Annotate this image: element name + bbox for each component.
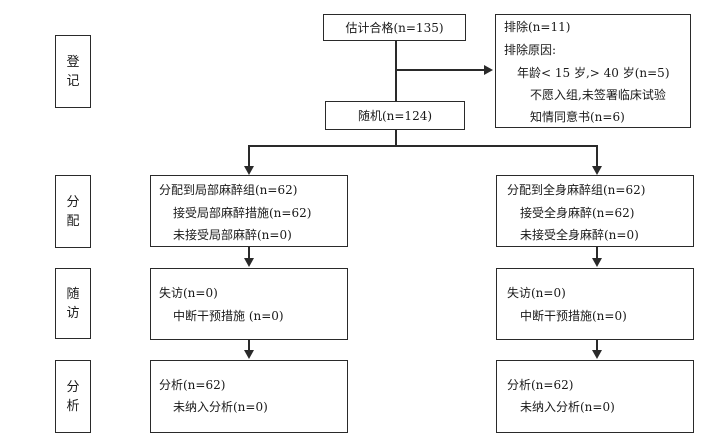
right-analyzed: 分析(n=62) bbox=[507, 378, 574, 392]
connector-assessed-to-randomized bbox=[395, 40, 397, 101]
left-allocation-received: 接受局部麻醉措施(n=62) bbox=[173, 206, 312, 220]
right-allocation-received: 接受全身麻醉(n=62) bbox=[520, 206, 635, 220]
stage-char: 析 bbox=[66, 398, 80, 414]
right-allocation-not-received: 未接受全身麻醉(n=0) bbox=[520, 228, 639, 242]
randomized-text: 随机(n=124) bbox=[357, 109, 433, 123]
stage-char: 分 bbox=[66, 194, 80, 210]
left-followup-box: 失访(n=0) 中断干预措施 (n=0) bbox=[150, 268, 348, 340]
left-lost-followup: 失访(n=0) bbox=[159, 286, 218, 300]
left-discontinued: 中断干预措施 (n=0) bbox=[173, 309, 284, 323]
stage-char: 访 bbox=[66, 305, 80, 321]
connector-right-branch bbox=[596, 145, 598, 166]
excluded-box: 排除(n=11) 排除原因: 年龄< 15 岁,> 40 岁(n=5) 不愿入组… bbox=[495, 14, 691, 128]
assessed-text: 估计合格(n=135) bbox=[345, 21, 444, 35]
right-allocation-box: 分配到全身麻醉组(n=62) 接受全身麻醉(n=62) 未接受全身麻醉(n=0) bbox=[496, 175, 694, 247]
excluded-count: 排除(n=11) bbox=[504, 20, 571, 34]
excluded-reason-age: 年龄< 15 岁,> 40 岁(n=5) bbox=[517, 66, 670, 80]
connector-randomized-down bbox=[395, 130, 397, 146]
stage-char: 配 bbox=[66, 213, 80, 229]
connector-left-branch bbox=[248, 145, 250, 166]
stage-char: 登 bbox=[66, 54, 80, 70]
connector-left-followup-analysis bbox=[248, 340, 250, 351]
arrow-to-right-followup bbox=[592, 258, 602, 267]
connector-right-followup-analysis bbox=[596, 340, 598, 351]
connector-to-excluded bbox=[396, 69, 484, 71]
arrow-to-right-analysis bbox=[592, 350, 602, 359]
right-discontinued: 中断干预措施(n=0) bbox=[520, 309, 627, 323]
right-allocation-group: 分配到全身麻醉组(n=62) bbox=[507, 183, 646, 197]
stage-label-enrollment: 登 记 bbox=[55, 35, 91, 108]
arrow-to-right-allocation bbox=[592, 166, 602, 175]
stage-char: 分 bbox=[66, 379, 80, 395]
right-followup-box: 失访(n=0) 中断干预措施(n=0) bbox=[496, 268, 694, 340]
stage-char: 随 bbox=[66, 286, 80, 302]
excluded-reason-consent-count: 知情同意书(n=6) bbox=[530, 110, 625, 124]
excluded-reason-consent: 不愿入组,未签署临床试验 bbox=[530, 88, 666, 102]
connector-right-allocation-followup bbox=[596, 246, 598, 258]
arrow-to-excluded bbox=[484, 65, 493, 75]
arrow-to-left-analysis bbox=[244, 350, 254, 359]
left-allocation-box: 分配到局部麻醉组(n=62) 接受局部麻醉措施(n=62) 未接受局部麻醉(n=… bbox=[150, 175, 348, 247]
connector-left-allocation-followup bbox=[248, 246, 250, 258]
right-analysis-box: 分析(n=62) 未纳入分析(n=0) bbox=[496, 360, 694, 433]
stage-label-followup: 随 访 bbox=[55, 268, 91, 339]
left-allocation-group: 分配到局部麻醉组(n=62) bbox=[159, 183, 298, 197]
right-excluded-from-analysis: 未纳入分析(n=0) bbox=[520, 400, 615, 414]
left-analyzed: 分析(n=62) bbox=[159, 378, 226, 392]
left-allocation-not-received: 未接受局部麻醉(n=0) bbox=[173, 228, 292, 242]
right-lost-followup: 失访(n=0) bbox=[507, 286, 566, 300]
connector-split-horizontal bbox=[248, 145, 597, 147]
arrow-to-left-followup bbox=[244, 258, 254, 267]
randomized-box: 随机(n=124) bbox=[325, 101, 465, 130]
excluded-reasons-heading: 排除原因: bbox=[504, 43, 557, 57]
stage-label-analysis: 分 析 bbox=[55, 360, 91, 433]
left-analysis-box: 分析(n=62) 未纳入分析(n=0) bbox=[150, 360, 348, 433]
arrow-to-left-allocation bbox=[244, 166, 254, 175]
assessed-box: 估计合格(n=135) bbox=[323, 14, 466, 41]
stage-label-allocation: 分 配 bbox=[55, 175, 91, 248]
left-excluded-from-analysis: 未纳入分析(n=0) bbox=[173, 400, 268, 414]
stage-char: 记 bbox=[66, 73, 80, 89]
